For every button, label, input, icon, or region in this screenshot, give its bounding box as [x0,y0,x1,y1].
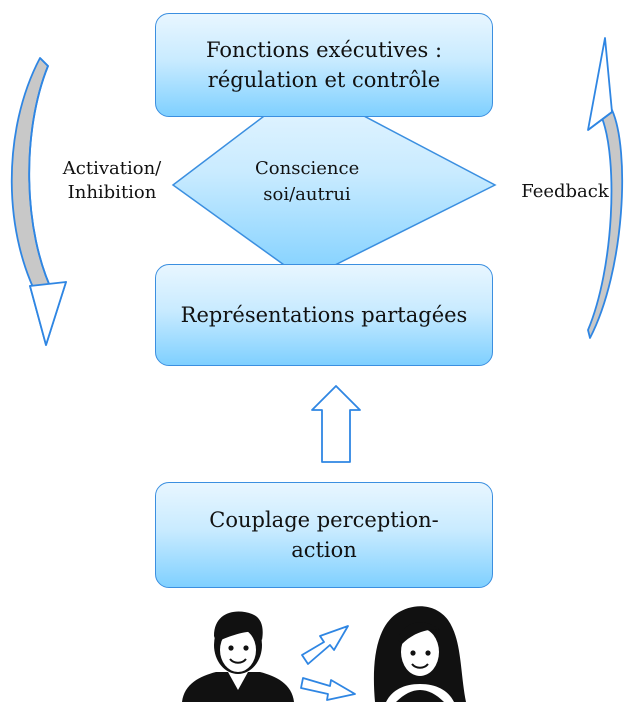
exchange-arrow-icon [300,625,356,701]
perception-action-coupling-box: Couplage perception- action [155,482,493,588]
female-avatar-icon [373,606,466,702]
activation-inhibition-label: Activation/ Inhibition [50,157,174,206]
coupling-line2: action [291,538,357,562]
executive-functions-line2: régulation et contrôle [207,68,441,92]
shared-representations-label: Représentations partagées [180,302,468,327]
coupling-line1: Couplage perception- [209,507,439,532]
awareness-line2: soi/autrui [263,184,351,206]
right-curved-arrow-icon [587,37,624,339]
awareness-diamond-label: Conscience soi/autrui [255,156,359,208]
awareness-diamond [171,84,497,281]
awareness-line1: Conscience [255,158,360,179]
left-curved-arrow-icon [10,57,67,346]
male-avatar-icon [182,611,294,702]
shared-representations-box: Représentations partagées [155,264,493,366]
executive-functions-box: Fonctions exécutives : régulation et con… [155,13,493,117]
feedback-label: Feedback [521,181,609,202]
activation-line2: Inhibition [67,182,157,204]
executive-functions-line1: Fonctions exécutives : [205,37,443,62]
activation-line1: Activation/ [62,158,162,179]
up-arrow-icon [311,385,361,463]
